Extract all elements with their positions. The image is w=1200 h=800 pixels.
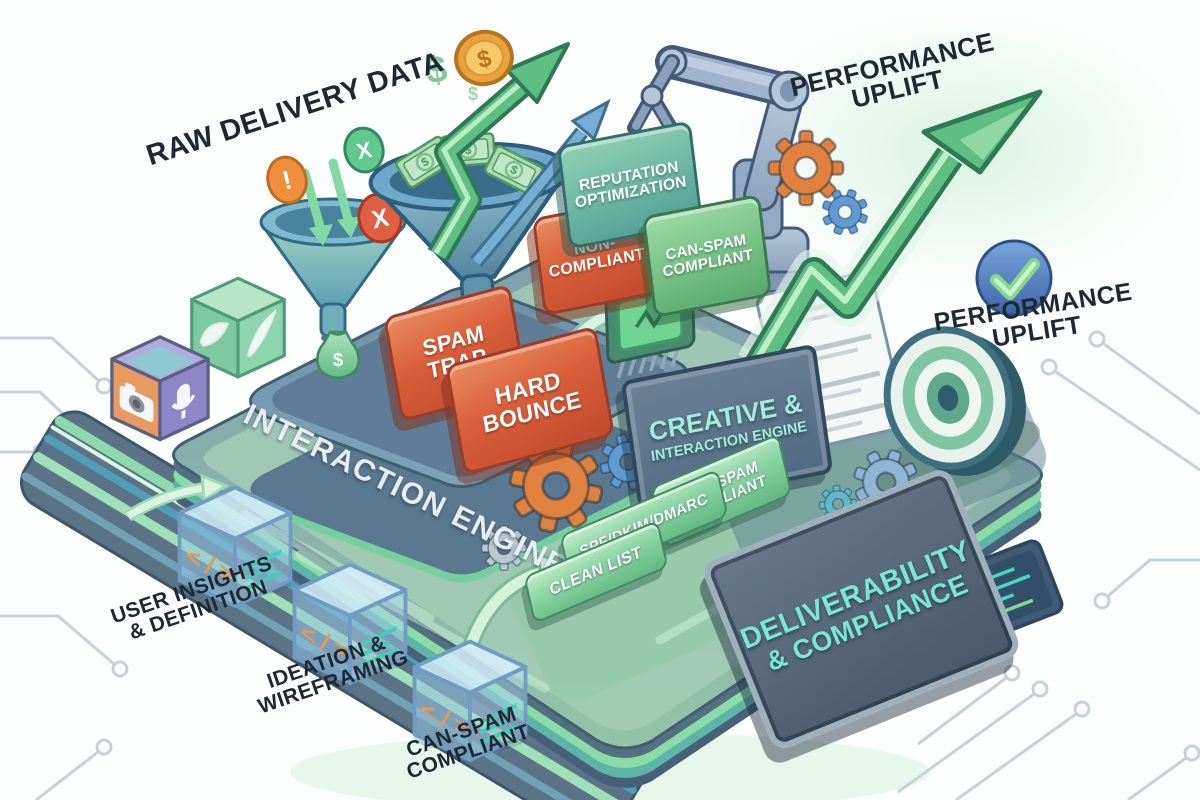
circuit-traces-left <box>0 336 129 800</box>
alert-badge-icon: ! <box>266 155 308 205</box>
growth-arrow-small-icon <box>427 42 570 262</box>
target-icon <box>883 326 1026 476</box>
svg-text:X: X <box>369 203 391 234</box>
dollar-sign-small: $ <box>468 84 478 104</box>
checkmark-badge-icon <box>975 239 1053 317</box>
circuit-traces-right <box>897 330 1200 800</box>
flow-arrow-conveyor-left <box>124 473 230 522</box>
cross-badge-green-icon: X <box>343 126 385 174</box>
growth-arrow-large-icon <box>738 89 1043 378</box>
camera-mic-cube-icon <box>110 335 210 442</box>
svg-text:X: X <box>354 137 374 165</box>
coin-icon: $ <box>454 29 514 87</box>
